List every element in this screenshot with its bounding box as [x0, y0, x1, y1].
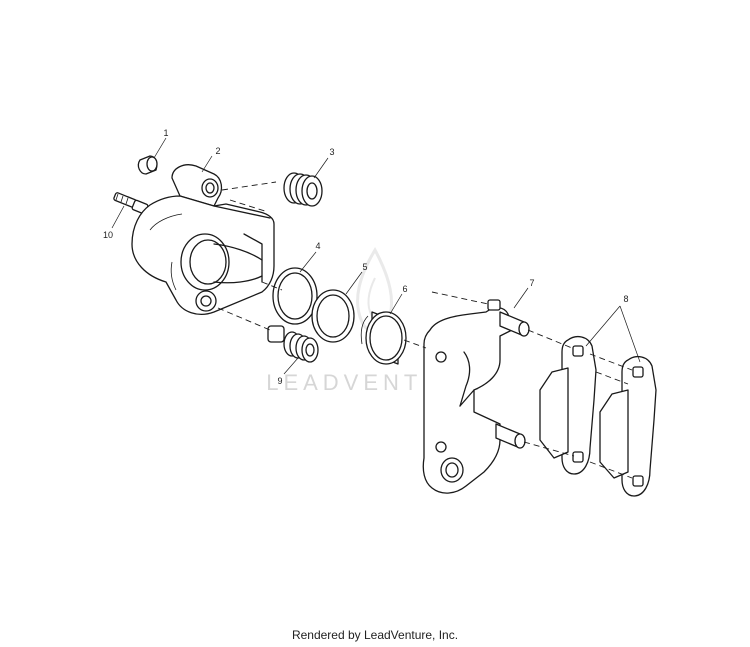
- part-4-piston-seal[interactable]: [272, 267, 318, 325]
- part-2-caliper-body[interactable]: [131, 164, 275, 315]
- callout-6: 6: [402, 284, 407, 294]
- part-9-slide-pin[interactable]: [267, 325, 319, 363]
- part-8-brake-pad-inner[interactable]: [539, 335, 597, 475]
- callout-3: 3: [329, 147, 334, 157]
- part-1-bushing[interactable]: [137, 155, 158, 175]
- part-8-brake-pad-outer[interactable]: [599, 355, 657, 497]
- part-6-piston[interactable]: [360, 311, 407, 365]
- part-5-dust-seal[interactable]: [311, 289, 355, 343]
- callout-1: 1: [163, 128, 168, 138]
- assembly-axis-lines: [217, 181, 633, 479]
- callout-labels: 1 2 3 4 5 6 7 8 9 10: [103, 128, 629, 386]
- callout-7: 7: [529, 278, 534, 288]
- callout-leaders: [111, 137, 641, 375]
- callout-9: 9: [277, 376, 282, 386]
- callout-2: 2: [215, 146, 220, 156]
- callout-8: 8: [623, 294, 628, 304]
- part-3-dust-boot[interactable]: [283, 172, 323, 207]
- callout-5: 5: [362, 262, 367, 272]
- callout-10: 10: [103, 230, 113, 240]
- part-7-caliper-bracket[interactable]: [422, 299, 530, 494]
- callout-4: 4: [315, 241, 320, 251]
- footer-credit: Rendered by LeadVenture, Inc.: [291, 628, 459, 642]
